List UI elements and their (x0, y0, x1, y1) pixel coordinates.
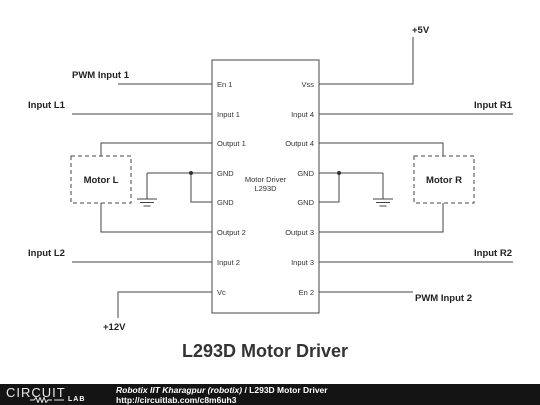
footer-separator: / (242, 385, 250, 395)
motor-right-label: Motor R (426, 175, 462, 186)
pin-input4: Input 4 (291, 110, 314, 119)
pin-vc: Vc (217, 288, 226, 297)
label-plus5v: +5V (412, 25, 430, 36)
junction-gnd-left (189, 171, 193, 175)
footer-project[interactable]: L293D Motor Driver (249, 385, 328, 395)
footer-bar: CIRCUIT LAB Robotix IIT Kharagpur (robot… (0, 384, 540, 405)
pin-output4: Output 4 (285, 139, 314, 148)
chip-body (211, 59, 320, 314)
pin-input1: Input 1 (217, 110, 240, 119)
label-pwm-input-1: PWM Input 1 (72, 70, 130, 81)
wire-plus5 (319, 37, 414, 85)
pin-en1: En 1 (217, 80, 232, 89)
label-input-r2: Input R2 (474, 248, 512, 259)
footer-url[interactable]: http://circuitlab.com/c8m6uh3 (116, 395, 237, 405)
label-input-l1: Input L1 (28, 100, 66, 111)
label-plus12v: +12V (103, 322, 126, 333)
pin-en2: En 2 (299, 288, 314, 297)
footer-credit: Robotix IIT Kharagpur (robotix) / L293D … (116, 385, 328, 395)
wire-gnd-left-2 (190, 173, 212, 203)
footer-author[interactable]: Robotix IIT Kharagpur (robotix) (116, 385, 243, 395)
wire-gnd-right-2 (319, 173, 340, 203)
motor-right-box (413, 155, 475, 204)
junction-gnd-right (337, 171, 341, 175)
pin-input3: Input 3 (291, 258, 314, 267)
pin-gnd-left-1: GND (217, 169, 234, 178)
pin-output1: Output 1 (217, 139, 246, 148)
wire-plus12 (117, 291, 212, 318)
wire-output4-motor-r (319, 142, 444, 156)
ground-symbol-right (373, 198, 393, 207)
label-input-r1: Input R1 (474, 100, 513, 111)
wire-output3-motor-r (319, 203, 444, 233)
pin-gnd-left-2: GND (217, 198, 234, 207)
motor-left-box (70, 155, 132, 204)
pin-input2: Input 2 (217, 258, 240, 267)
label-input-l2: Input L2 (28, 248, 65, 259)
wire-output1-motor-l (100, 142, 212, 156)
ground-symbol-left (137, 198, 157, 207)
circuitlab-logo-text: CIRCUIT (6, 385, 66, 400)
pin-output2: Output 2 (217, 228, 246, 237)
diagram-title: L293D Motor Driver (182, 341, 348, 361)
chip-name-line1: Motor Driver (245, 175, 287, 184)
motor-left-label: Motor L (84, 175, 119, 186)
wire-output2-motor-l (100, 203, 212, 233)
label-pwm-input-2: PWM Input 2 (415, 293, 472, 304)
circuitlab-logo-lab: LAB (68, 396, 86, 403)
pin-gnd-right-1: GND (297, 169, 314, 178)
circuitlab-logo-icon (30, 397, 64, 403)
chip-name-line2: L293D (254, 184, 277, 193)
pin-vss: Vss (301, 80, 314, 89)
pin-output3: Output 3 (285, 228, 314, 237)
pin-gnd-right-2: GND (297, 198, 314, 207)
